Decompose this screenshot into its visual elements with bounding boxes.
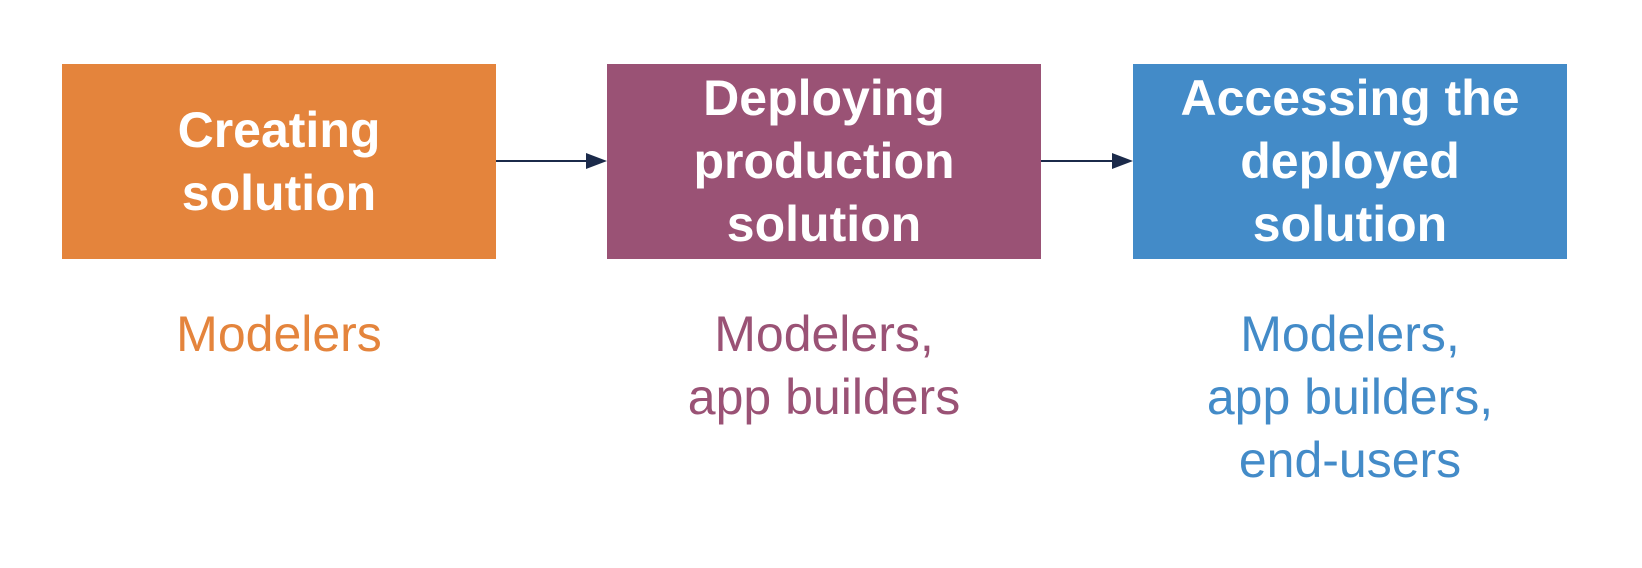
stage-title: Deploying production solution xyxy=(693,70,955,252)
arrow-deploying-to-accessing xyxy=(1041,153,1133,169)
stage-title: Accessing the deployed solution xyxy=(1180,70,1520,252)
stage-box-creating-solution: Creating solution xyxy=(62,64,496,259)
arrowhead-icon xyxy=(586,153,607,169)
stage-box-accessing-deployed-solution: Accessing the deployed solution xyxy=(1133,64,1567,259)
stage-box-deploying-production-solution: Deploying production solution xyxy=(607,64,1041,259)
arrow-creating-to-deploying xyxy=(496,153,607,169)
arrowhead-icon xyxy=(1112,153,1133,169)
roles-label-creating: Modelers xyxy=(176,306,382,362)
stage-title: Creating solution xyxy=(177,101,381,221)
roles-label-deploying: Modelers, app builders xyxy=(687,306,961,425)
roles-label-accessing: Modelers, app builders, end-users xyxy=(1206,306,1494,488)
